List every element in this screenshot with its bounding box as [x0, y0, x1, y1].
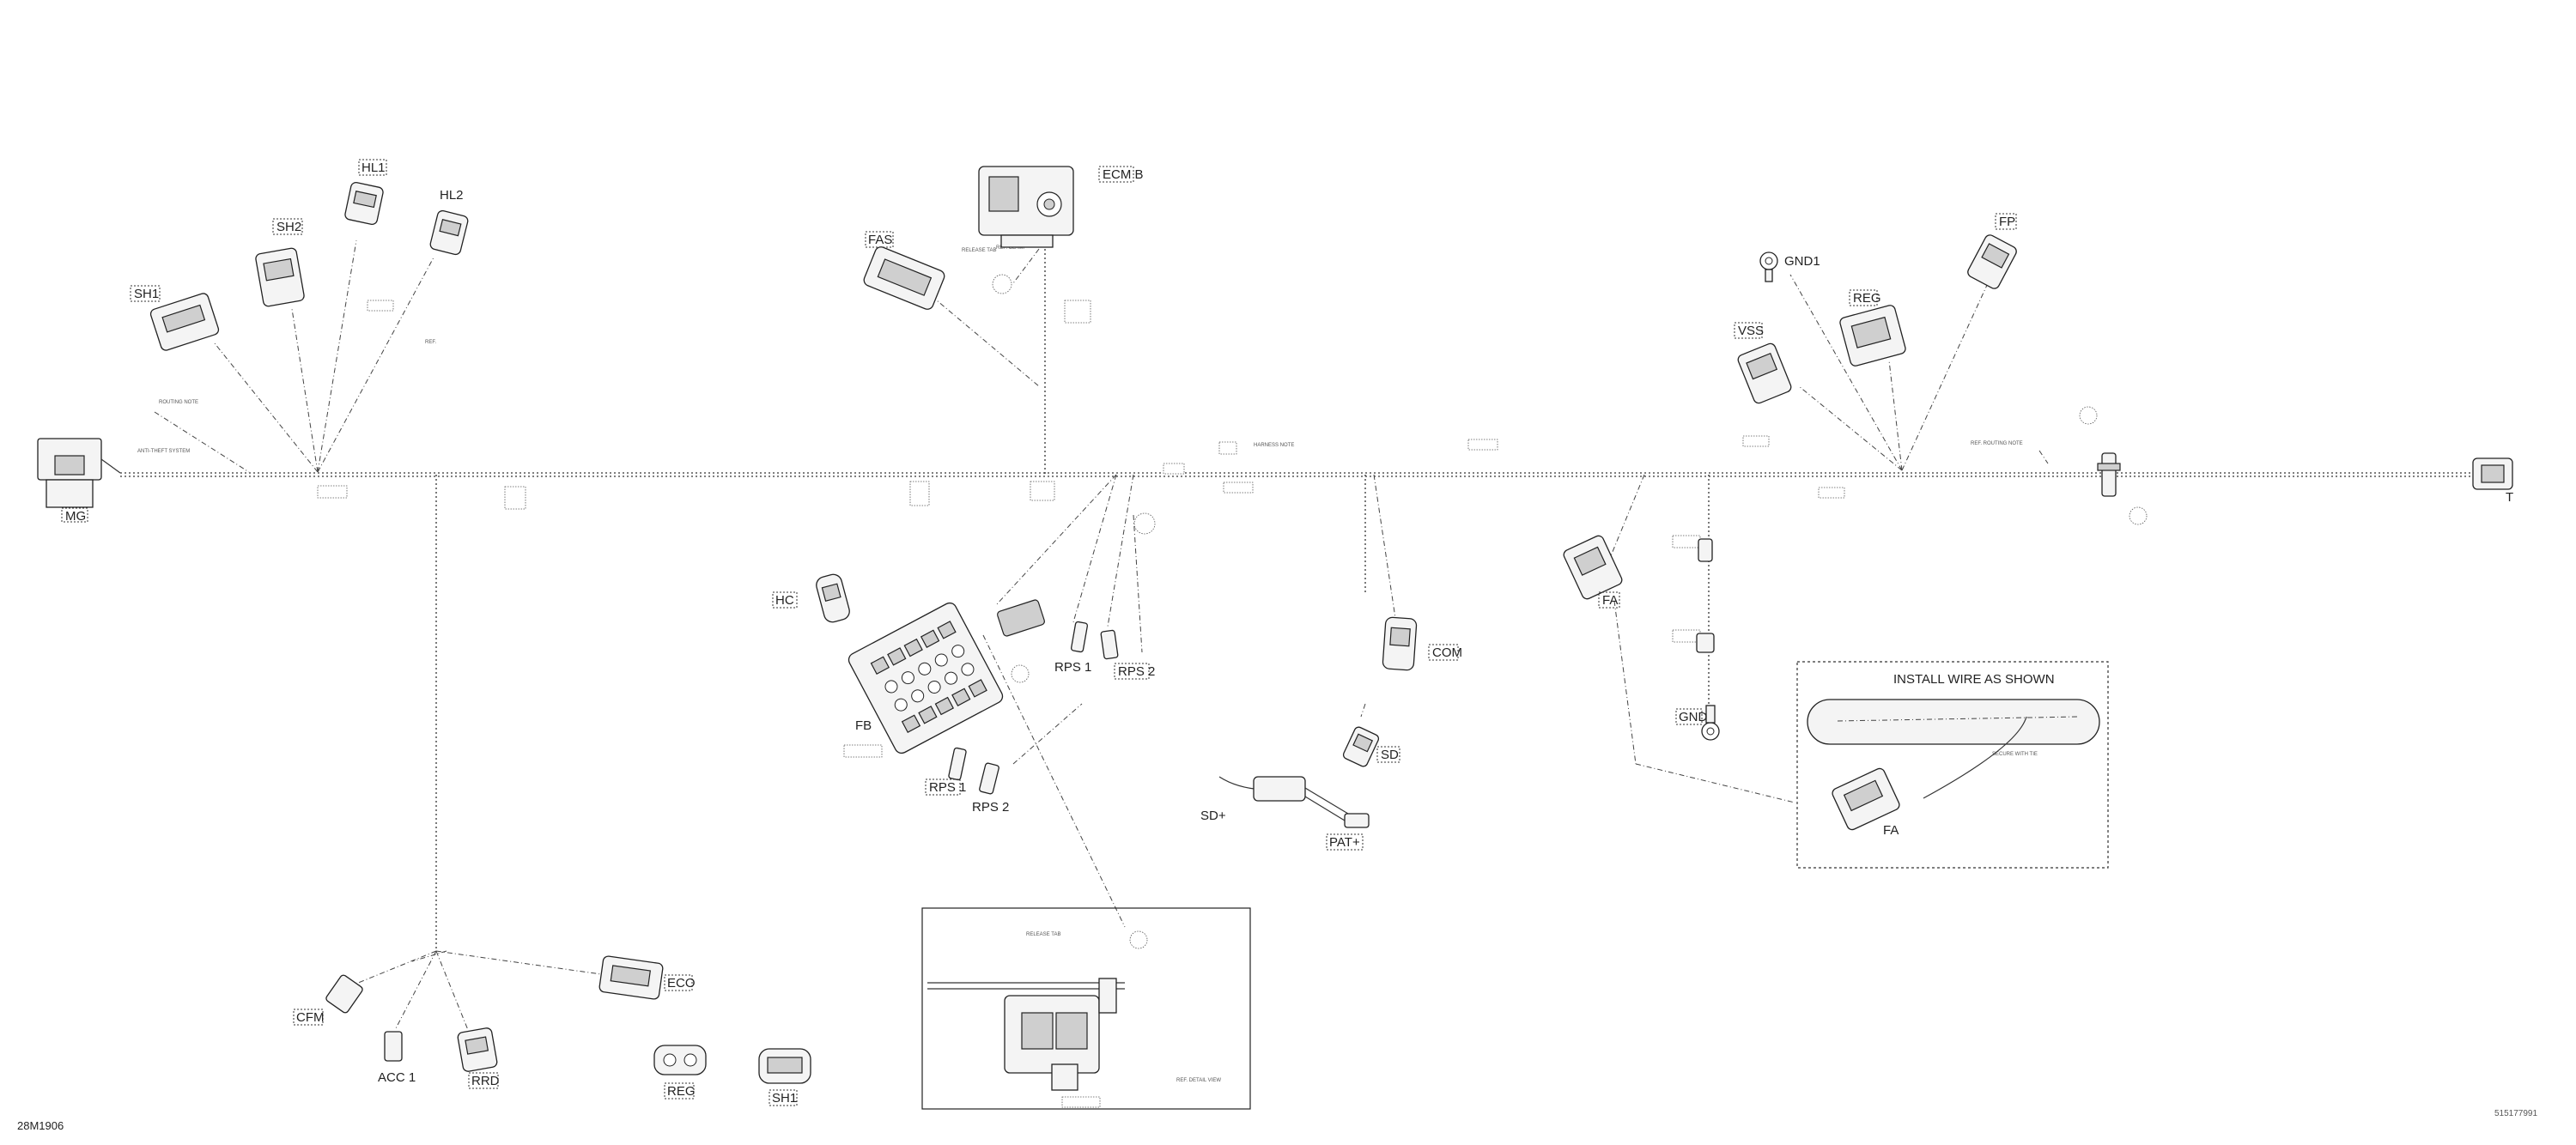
connector-hl1: HL1	[344, 159, 387, 226]
connector-reg-lower: REG	[653, 1045, 707, 1100]
label-rps1-upper: RPS 1	[1054, 660, 1091, 675]
connector-fas: FAS	[863, 231, 945, 310]
label-t: T	[2506, 490, 2513, 505]
connector-sh1-lower: SH1	[758, 1048, 811, 1106]
label-hl2: HL2	[440, 188, 464, 203]
svg-text:SECURE WITH TIE: SECURE WITH TIE	[1992, 752, 2038, 757]
connector-reg: REG	[1839, 289, 1906, 367]
part-number: 515177991	[2494, 1109, 2537, 1118]
connector-hc: HC	[772, 573, 850, 623]
gnd-branch-parts: GND	[1675, 538, 1720, 741]
label-sh1-lower: SH1	[772, 1091, 797, 1106]
detail-connector-insert: RELEASE TAB REF. DETAIL VIEW	[921, 907, 1251, 1110]
svg-text:REF. DETAIL VIEW: REF. DETAIL VIEW	[1176, 1078, 1221, 1083]
connector-rrd: RRD	[457, 1027, 500, 1089]
label-fp: FP	[1999, 215, 2015, 229]
label-hc: HC	[775, 593, 794, 608]
connector-mg: MG	[37, 438, 121, 524]
connector-rps2-lower: RPS 2	[972, 762, 1009, 815]
label-pat-plus: PAT+	[1329, 835, 1360, 850]
label-acc1: ACC 1	[378, 1070, 416, 1085]
connector-cfm: CFM	[293, 974, 363, 1026]
connector-rps2-upper: RPS 2	[1100, 629, 1155, 680]
connector-acc1: ACC 1	[378, 1031, 416, 1085]
main-harness-trunk	[120, 249, 2473, 951]
label-mg: MG	[65, 509, 86, 524]
label-rps2-upper: RPS 2	[1118, 664, 1155, 679]
lead-lines	[154, 239, 2049, 1031]
drawing-number: 28M1906	[17, 1119, 64, 1132]
connector-rps1-lower: RPS 1	[925, 747, 967, 796]
svg-text:RELEASE TAB: RELEASE TAB	[962, 248, 996, 253]
label-ecm-b: ECM B	[1103, 167, 1144, 182]
label-fb: FB	[855, 718, 872, 733]
detail-connector-fa: FA	[1883, 823, 1899, 838]
label-rrd: RRD	[471, 1074, 500, 1088]
label-rps1-lower: RPS 1	[929, 780, 966, 795]
label-fas: FAS	[868, 233, 892, 247]
fuse-box-fb: FB	[848, 599, 1045, 754]
connector-com: COM	[1382, 616, 1462, 671]
label-sh1: SH1	[134, 287, 159, 301]
svg-text:HARNESS NOTE: HARNESS NOTE	[1254, 443, 1294, 448]
connector-fa: FA	[1563, 535, 1623, 609]
connector-hl2: HL2	[429, 188, 469, 256]
label-sd-plus: SD+	[1200, 809, 1226, 823]
label-cfm: CFM	[296, 1010, 325, 1025]
label-rps2-lower: RPS 2	[972, 800, 1009, 815]
label-eco: ECO	[667, 976, 696, 991]
label-sd: SD	[1381, 748, 1399, 762]
cable-sd-pat: SD+ PAT+	[1200, 776, 1370, 851]
label-hl1: HL1	[361, 161, 386, 175]
svg-text:ROUTING NOTE: ROUTING NOTE	[159, 400, 198, 405]
detail-title: INSTALL WIRE AS SHOWN	[1893, 672, 2055, 687]
connector-sh1: SH1	[130, 285, 220, 351]
svg-text:REF. CLAMP: REF. CLAMP	[996, 245, 1026, 251]
label-com: COM	[1432, 645, 1462, 660]
connector-eco: ECO	[598, 955, 696, 1000]
label-vss: VSS	[1738, 324, 1764, 338]
connector-rps1-upper: RPS 1	[1054, 621, 1091, 675]
label-fa: FA	[1602, 593, 1618, 608]
connector-t: T	[2472, 457, 2513, 505]
harness-clamp	[2097, 452, 2121, 497]
svg-text:RELEASE TAB: RELEASE TAB	[1026, 932, 1060, 937]
svg-text:REF.: REF.	[425, 340, 436, 345]
connector-sd: SD	[1342, 726, 1400, 767]
connector-sh2: SH2	[255, 218, 305, 307]
connector-ecm-b: RELEASE TAB ECM B	[962, 166, 1144, 253]
label-gnd1: GND1	[1784, 254, 1820, 269]
label-reg: REG	[1853, 291, 1881, 306]
svg-text:ANTI-THEFT SYSTEM: ANTI-THEFT SYSTEM	[137, 449, 190, 454]
connector-vss: VSS	[1734, 322, 1792, 404]
connector-gnd1: GND1	[1759, 251, 1820, 282]
label-reg-lower: REG	[667, 1084, 696, 1099]
wire-tags: ANTI-THEFT SYSTEM ROUTING NOTE REF. REF.…	[137, 245, 2148, 1108]
label-sh2: SH2	[276, 220, 301, 234]
label-gnd: GND	[1679, 710, 1708, 724]
svg-text:REF. ROUTING NOTE: REF. ROUTING NOTE	[1971, 441, 2023, 446]
connector-fp: FP	[1967, 213, 2017, 289]
detail-install-wire: INSTALL WIRE AS SHOWN FA	[1796, 661, 2109, 869]
